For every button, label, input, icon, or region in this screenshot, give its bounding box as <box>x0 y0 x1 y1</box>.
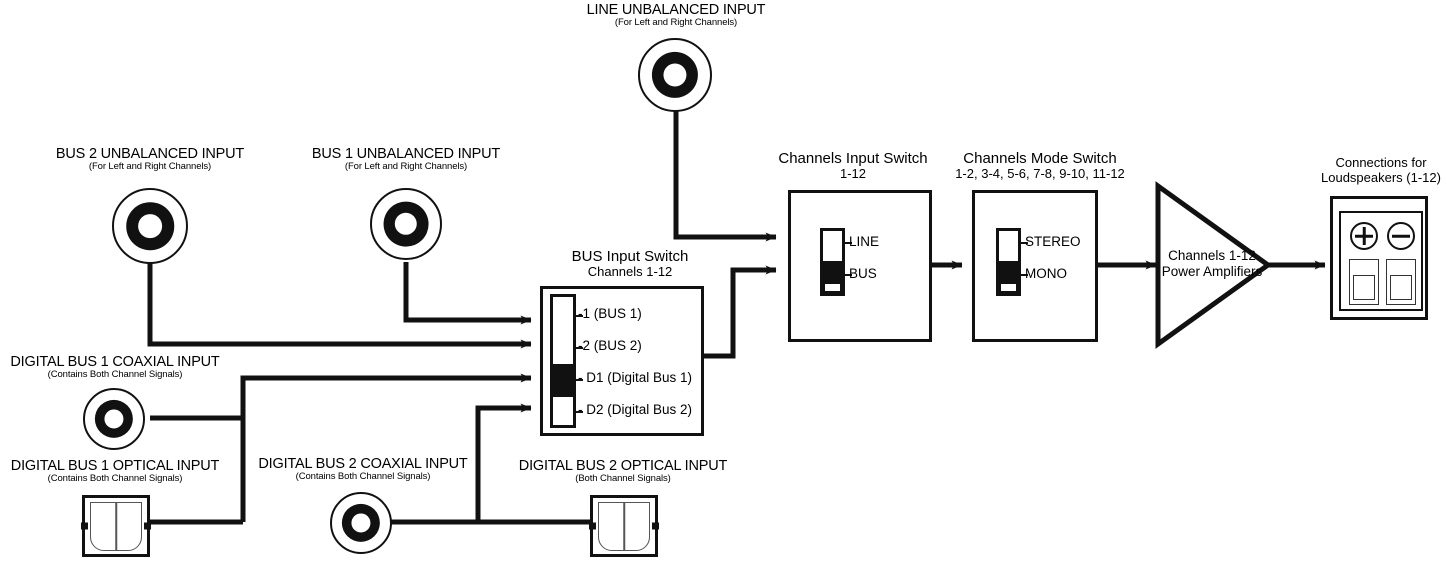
amplifier-triangle <box>1155 181 1273 349</box>
digital-bus2-coaxial-input-jack[interactable] <box>330 492 392 554</box>
bus1-unbalanced-input-label: BUS 1 UNBALANCED INPUT (For Left and Rig… <box>311 146 501 173</box>
line-unbalanced-input-jack[interactable] <box>638 38 712 112</box>
bus-position-1-tick <box>576 315 583 317</box>
channels-input-switch-slider[interactable] <box>820 228 845 296</box>
wire-line-to-input-switch <box>673 110 777 242</box>
bus2-unbalanced-input-jack[interactable] <box>112 188 188 264</box>
channels-mode-switch-box <box>972 190 1098 342</box>
wire-db1-to-switch <box>240 373 532 522</box>
bus-position-d2-tick <box>576 411 583 413</box>
loudspeaker-terminal-block[interactable] <box>1330 196 1428 320</box>
plus-terminal-icon[interactable] <box>1350 222 1378 250</box>
digital-bus1-optical-input-label: DIGITAL BUS 1 OPTICAL INPUT (Contains Bo… <box>10 458 220 485</box>
optical-port-shape <box>90 502 142 551</box>
bus2-unbalanced-input-label: BUS 2 UNBALANCED INPUT (For Left and Rig… <box>55 146 245 173</box>
bus-position-d2-label: - D2 (Digital Bus 2) <box>578 402 693 417</box>
wire-bus1-to-switch <box>403 262 532 325</box>
digital-bus1-optical-input-jack[interactable] <box>81 495 151 557</box>
bus-position-2-label: -2 (BUS 2) <box>578 338 642 353</box>
digital-bus2-optical-input-jack[interactable] <box>589 495 659 557</box>
optical-tab-right <box>144 522 151 530</box>
bus-input-switch-knob <box>553 364 573 397</box>
amplifier-label: Channels 1-12 Power Amplifiers <box>1161 248 1263 279</box>
line-unbalanced-input-label: LINE UNBALANCED INPUT (For Left and Righ… <box>586 2 766 29</box>
channels-input-switch-notch <box>825 284 840 291</box>
bus-position-2-tick <box>576 347 583 349</box>
channels-input-switch-box <box>788 190 932 342</box>
bus-position-d1-tick <box>576 379 583 381</box>
line-position-label: LINE <box>849 234 880 249</box>
digital-bus2-coaxial-input-label: DIGITAL BUS 2 COAXIAL INPUT (Contains Bo… <box>258 456 468 483</box>
digital-bus1-coaxial-input-label: DIGITAL BUS 1 COAXIAL INPUT (Contains Bo… <box>10 354 220 381</box>
channels-mode-switch-title: Channels Mode Switch 1-2, 3-4, 5-6, 7-8,… <box>955 150 1125 182</box>
optical-tab-left <box>589 522 596 530</box>
wire-db2-to-switch <box>475 403 532 522</box>
channels-input-switch-title: Channels Input Switch 1-12 <box>778 150 928 182</box>
optical-tab-right <box>652 522 659 530</box>
line-position-tick <box>845 242 852 244</box>
wire-bus2-to-switch <box>147 262 532 349</box>
bus-input-switch-slider[interactable] <box>550 294 576 428</box>
optical-port-shape <box>598 502 650 551</box>
optical-tab-left <box>81 522 88 530</box>
wire-bus-switch-to-input-switch <box>703 265 777 359</box>
terminal-cup-positive[interactable] <box>1349 259 1379 305</box>
bus-position-tick <box>845 274 852 276</box>
stereo-position-label: STEREO <box>1025 234 1081 249</box>
terminal-cup-negative[interactable] <box>1386 259 1416 305</box>
digital-bus2-optical-input-label: DIGITAL BUS 2 OPTICAL INPUT (Both Channe… <box>518 458 728 485</box>
loudspeaker-connections-title: Connections for Loudspeakers (1-12) <box>1321 155 1441 185</box>
terminal-inner-frame <box>1339 211 1423 311</box>
channels-mode-switch-notch <box>1001 284 1016 291</box>
mono-position-label: MONO <box>1025 266 1067 281</box>
bus-position-label: BUS <box>849 266 877 281</box>
stereo-position-tick <box>1021 242 1028 244</box>
digital-bus1-coaxial-input-jack[interactable] <box>83 388 145 450</box>
bus-position-1-label: -1 (BUS 1) <box>578 306 642 321</box>
minus-terminal-icon[interactable] <box>1387 222 1415 250</box>
bus-position-d1-label: - D1 (Digital Bus 1) <box>578 370 693 385</box>
bus1-unbalanced-input-jack[interactable] <box>370 188 442 260</box>
mono-position-tick <box>1021 274 1028 276</box>
bus-input-switch-title: BUS Input Switch Channels 1-12 <box>571 248 689 280</box>
channels-mode-switch-slider[interactable] <box>996 228 1021 296</box>
